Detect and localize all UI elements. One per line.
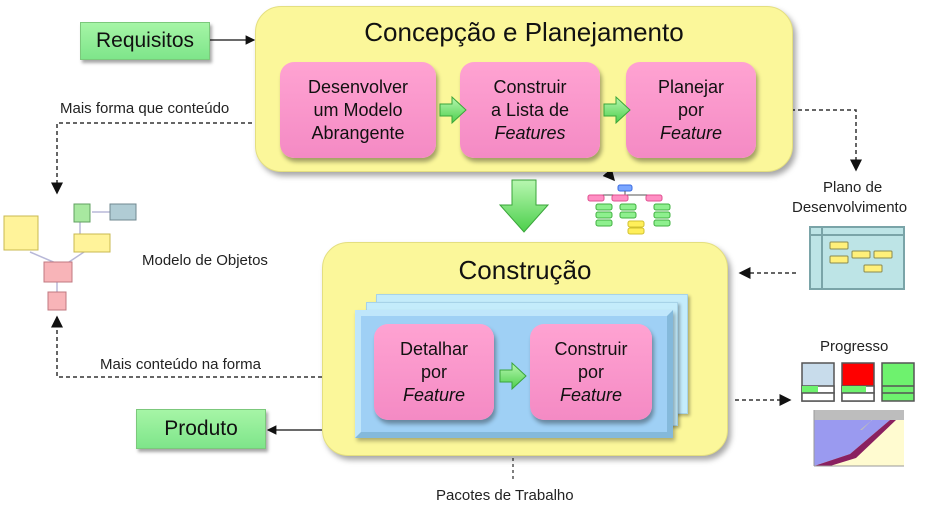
feature-list-tree-icon xyxy=(587,184,671,235)
progresso-label: Progresso xyxy=(820,338,889,355)
produto-box: Produto xyxy=(136,409,266,449)
step-planejar: Planejar por Feature xyxy=(626,62,756,158)
modelo-objetos-label: Modelo de Objetos xyxy=(142,252,268,269)
step-line: Feature xyxy=(559,384,623,405)
step-desenvolver-modelo: Desenvolver um Modelo Abrangente xyxy=(280,62,436,158)
conteudo-dashed-connector xyxy=(51,315,378,378)
step-line: Desenvolver xyxy=(307,76,409,97)
requisitos-label: Requisitos xyxy=(95,29,195,52)
step-line: Construir xyxy=(554,338,628,359)
requisitos-box: Requisitos xyxy=(80,22,210,60)
pacotes-label: Pacotes de Trabalho xyxy=(436,487,574,504)
forma-dashed-connector xyxy=(51,122,280,195)
step-line: Planejar xyxy=(657,76,725,97)
development-plan-icon xyxy=(809,226,905,290)
phase-construcao-title: Construção xyxy=(458,255,592,285)
step-line: por xyxy=(420,361,447,382)
step-line: Features xyxy=(494,122,566,143)
mais-conteudo-label: Mais conteúdo na forma xyxy=(100,356,261,373)
phase-concepcao-title: Concepção e Planejamento xyxy=(364,17,684,47)
step-line: Abrangente xyxy=(311,122,405,143)
step-arrow-icon xyxy=(603,95,631,125)
step-line: Construir xyxy=(493,76,567,97)
step-line: Feature xyxy=(402,384,466,405)
step-line: Feature xyxy=(659,122,723,143)
step-construir-feature: Construir por Feature xyxy=(530,324,652,420)
step-line: Detalhar xyxy=(399,338,469,359)
step-line: a Lista de xyxy=(490,99,570,120)
step-line: por xyxy=(577,361,604,382)
step-line: um Modelo xyxy=(313,99,403,120)
object-model-diagram-icon xyxy=(3,203,137,311)
step-line: por xyxy=(677,99,704,120)
step-detalhar: Detalhar por Feature xyxy=(374,324,494,420)
phase-transition-arrow-icon xyxy=(498,179,550,233)
step-construir-lista: Construir a Lista de Features xyxy=(460,62,600,158)
step-arrow-icon xyxy=(439,95,467,125)
plano-label-line2: Desenvolvimento xyxy=(792,199,908,216)
plano-label-line1: Plano de xyxy=(823,179,883,196)
progress-status-icons xyxy=(801,362,915,402)
progress-chart-icon xyxy=(813,410,904,467)
mais-forma-label: Mais forma que conteúdo xyxy=(60,100,230,117)
step-arrow-icon xyxy=(499,361,527,391)
plano-dashed-connector xyxy=(770,109,862,172)
produto-label: Produto xyxy=(164,417,238,440)
